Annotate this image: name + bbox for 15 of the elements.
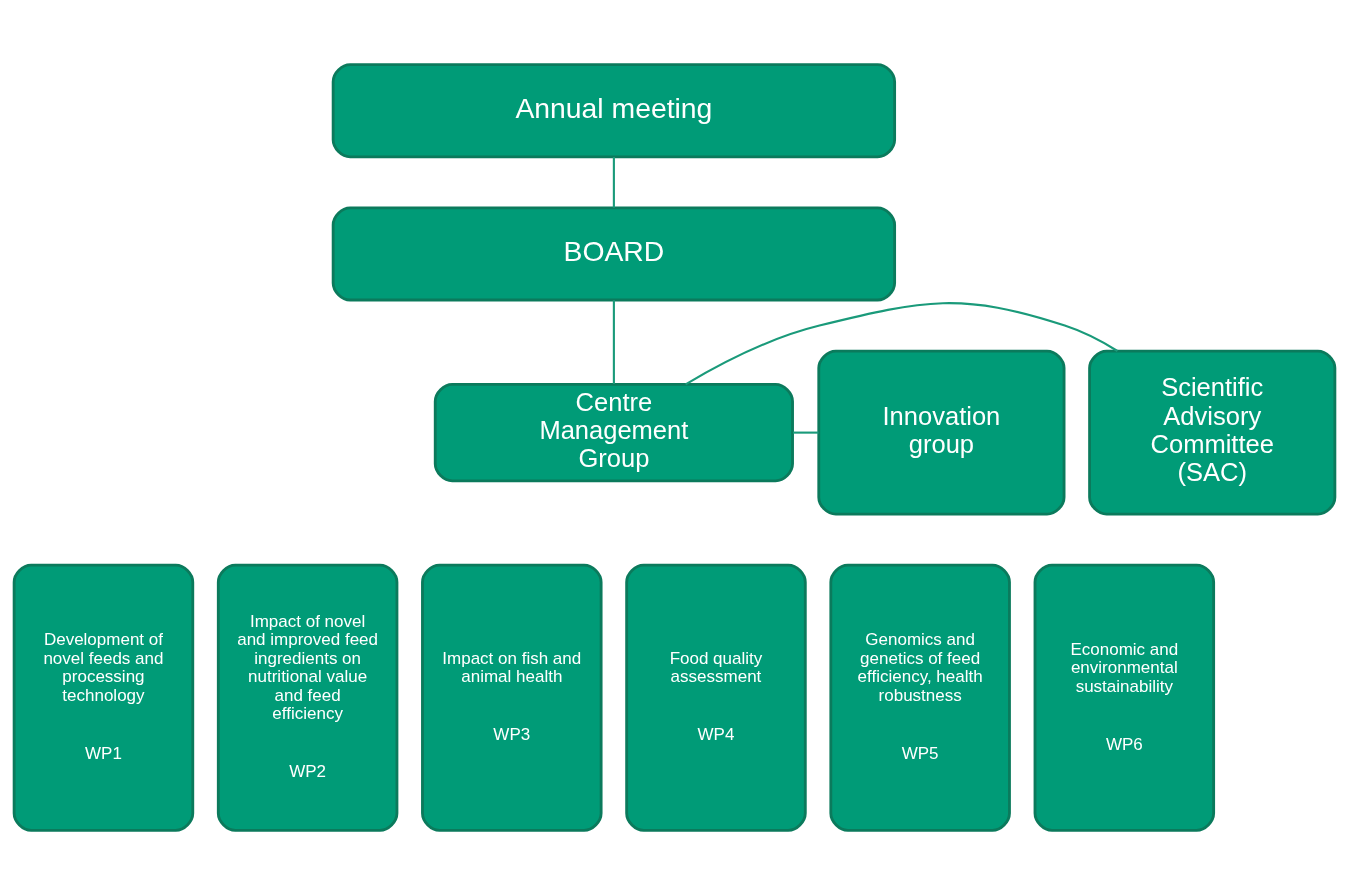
- node-box: Food quality assessment WP4: [625, 563, 807, 832]
- node-box: Centre Management Group: [433, 382, 794, 482]
- node-box: Economic and environmental sustainability WP6: [1033, 563, 1216, 832]
- node-box: Impact of novel and improved feed ingredients on nutritional value and feed efficiency WP2: [216, 563, 399, 832]
- connector: [612, 299, 615, 384]
- connector: [685, 301, 1118, 385]
- node-box: BOARD: [331, 205, 897, 301]
- node-box: Innovation group: [817, 349, 1066, 516]
- connector: [793, 431, 819, 434]
- node-box: Annual meeting: [331, 62, 897, 158]
- node-box: Development of novel feeds and processing technology WP1: [12, 563, 195, 832]
- connector: [612, 156, 615, 208]
- node-box: Impact on fish and animal health WP3: [421, 563, 603, 832]
- node-box: Scientific Advisory Committee (SAC): [1088, 349, 1337, 516]
- node-box: Genomics and genetics of feed efficiency, health robustness WP5: [829, 563, 1011, 832]
